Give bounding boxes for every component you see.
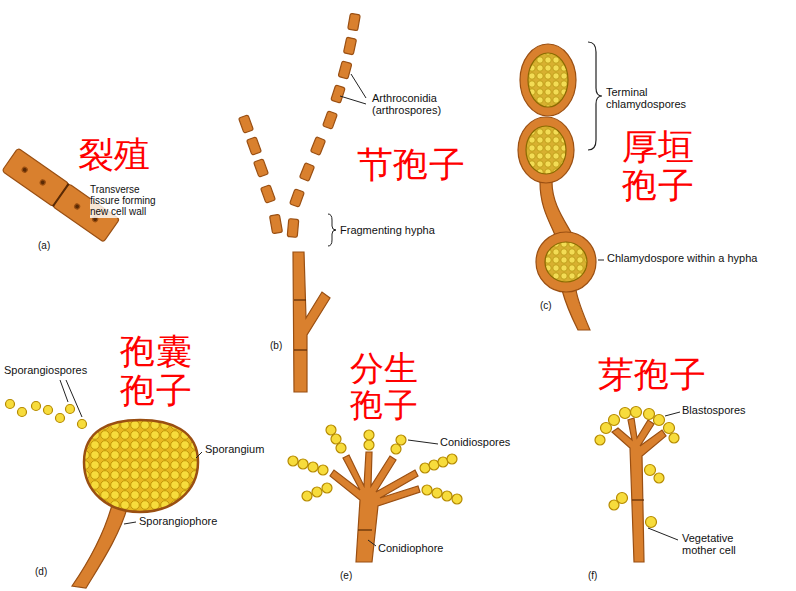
chinese-label: 孢囊孢子 — [120, 333, 200, 411]
part-label: Fragmenting hypha — [340, 224, 435, 236]
arthroconidia-hypha — [239, 13, 366, 392]
sporangium — [6, 380, 203, 588]
part-label: Blastospores — [682, 404, 746, 416]
conidiophore — [288, 425, 462, 562]
part-label: Chlamydospore within a hypha — [607, 252, 757, 264]
panel-letter: (e) — [340, 570, 352, 581]
part-label: Sporangium — [205, 443, 264, 455]
panel-letter: (f) — [588, 570, 597, 581]
part-label: Arthroconidia (arthrospores) — [372, 92, 472, 117]
panel-letter: (b) — [270, 340, 282, 351]
chinese-label: 厚垣孢子 — [622, 128, 702, 206]
part-label: Sporangiophore — [139, 515, 217, 527]
chinese-label: 芽孢子 — [598, 356, 706, 395]
part-label: Terminal chlamydospores — [606, 86, 716, 111]
budding-cell — [595, 407, 680, 563]
part-label: Conidiospores — [440, 436, 510, 448]
chinese-label: 节孢子 — [357, 146, 465, 185]
chinese-label: 裂殖 — [78, 136, 150, 175]
arthroconidia-segments — [239, 13, 361, 237]
part-label: Transverse fissure forming new cell wall — [90, 184, 162, 218]
part-label: Vegetative mother cell — [682, 532, 754, 557]
panel-letter: (c) — [540, 300, 552, 311]
chlamydospores — [518, 42, 604, 330]
blastospores — [595, 407, 679, 528]
panel-letter: (a) — [38, 240, 50, 251]
part-label: Sporangiospores — [4, 364, 87, 376]
chinese-label: 分生孢子 — [350, 350, 430, 423]
panel-letter: (d) — [35, 566, 47, 577]
conidia — [288, 425, 462, 504]
part-label: Conidiophore — [378, 542, 443, 554]
fungal-structures — [2, 13, 680, 588]
